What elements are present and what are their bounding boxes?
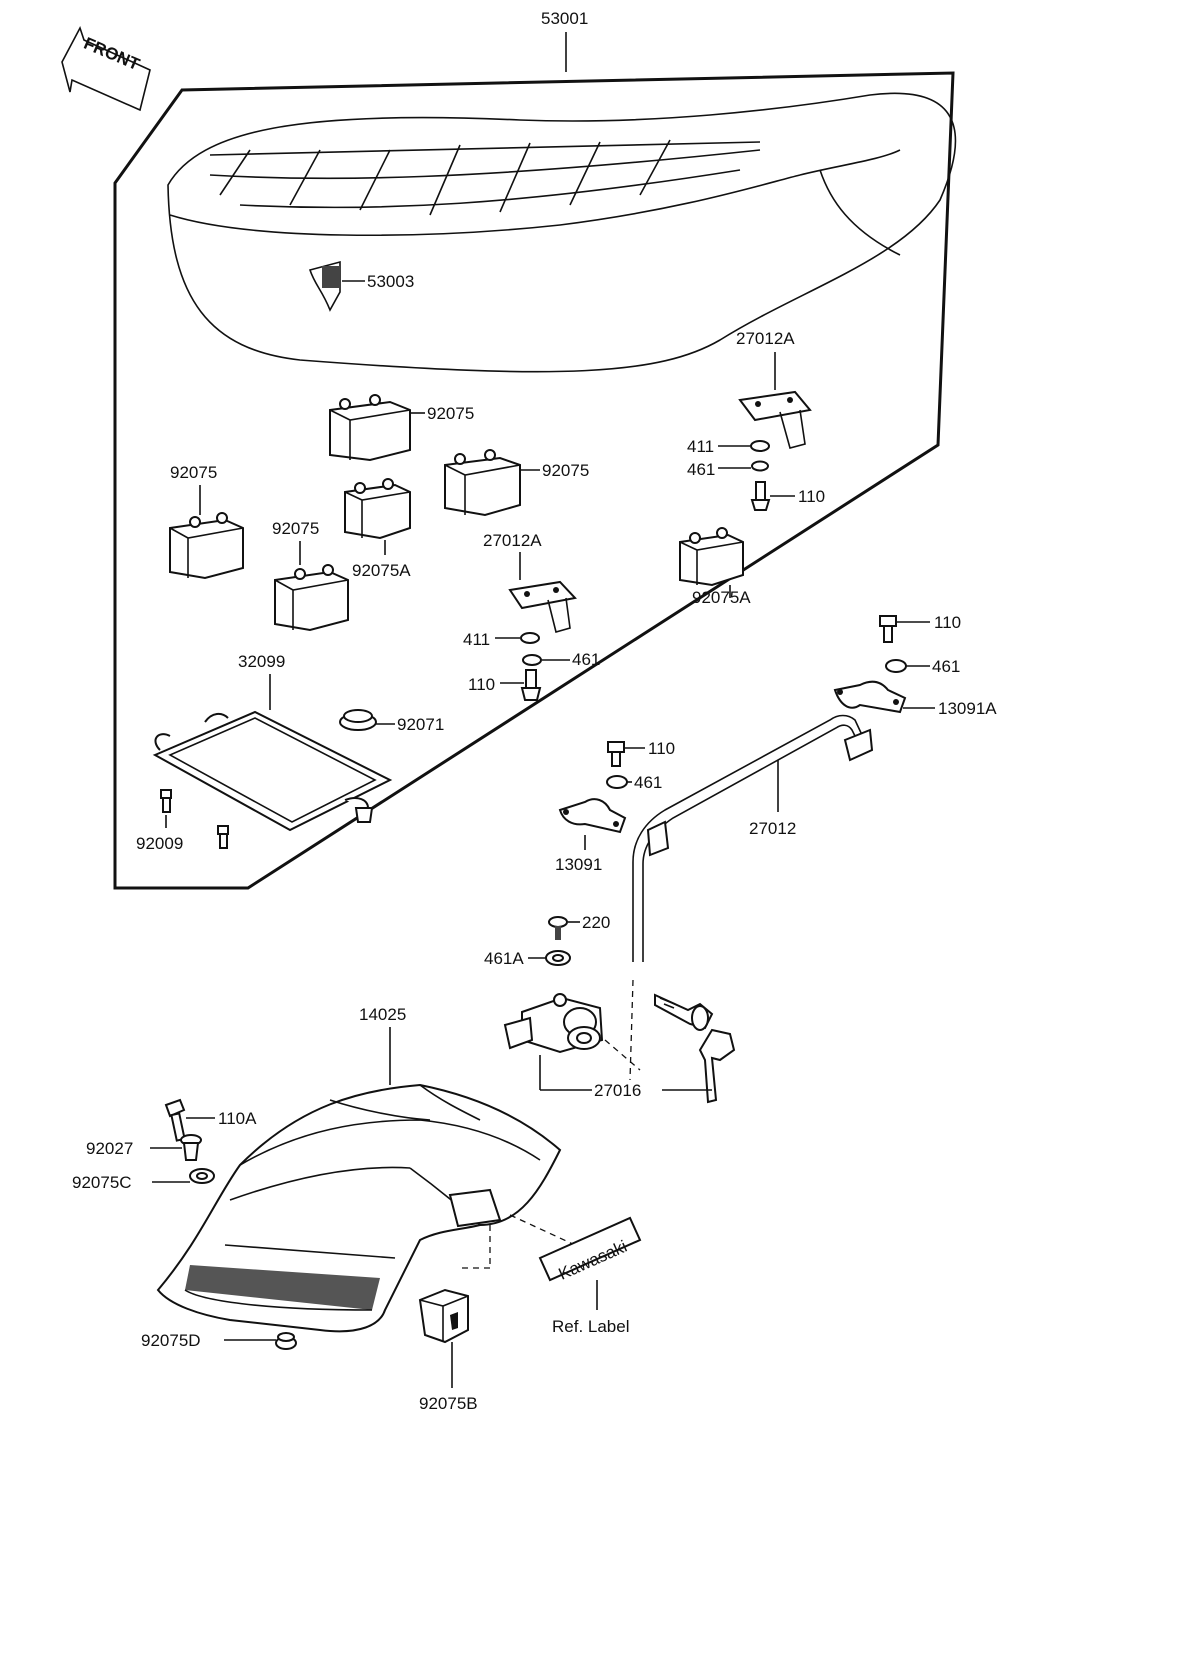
callout-damper-top: 92075 xyxy=(427,404,474,423)
callout-seat-lock: 27016 xyxy=(594,1081,641,1100)
callout-grommet: 92071 xyxy=(397,715,444,734)
callout-damper-a-right: 92075A xyxy=(692,588,751,607)
callout-lockwasher-center: 461 xyxy=(572,650,600,669)
screw-lock xyxy=(548,916,568,940)
callout-hinge-bracket-center: 27012A xyxy=(483,531,542,550)
tray-bolt-2 xyxy=(217,825,229,849)
callout-damper-center-left: 92075 xyxy=(272,519,319,538)
seat-assembly-frame xyxy=(113,71,955,890)
ref-label-badge: Kawasaki xyxy=(538,1216,642,1284)
callout-clamp-right: 13091A xyxy=(938,699,997,718)
tray-bolt xyxy=(160,789,172,813)
damper-cover-b xyxy=(418,1288,469,1344)
callout-seat-patch: 53003 xyxy=(367,272,414,291)
washer-lock xyxy=(545,950,571,966)
keys-icon xyxy=(654,993,736,1104)
front-arrow-text: FRONT xyxy=(81,34,143,75)
callout-clamp-left: 13091 xyxy=(555,855,602,874)
callout-bolt-right: 110 xyxy=(934,613,961,632)
callout-washer-lock: 461A xyxy=(484,949,524,968)
callout-tray-bolt: 92009 xyxy=(136,834,183,853)
damper-a-right xyxy=(679,527,744,587)
seat-rod xyxy=(632,714,874,962)
callout-damper-cover-b: 92075B xyxy=(419,1394,478,1413)
clamp-left xyxy=(558,798,627,834)
seat xyxy=(167,92,957,373)
damper-top xyxy=(329,394,411,462)
clamp-right xyxy=(833,680,907,714)
callout-damper-middle: 92075 xyxy=(542,461,589,480)
collar xyxy=(180,1134,202,1161)
callout-seat: 53001 xyxy=(541,9,588,28)
callout-tail-cover: 14025 xyxy=(359,1005,406,1024)
callout-seat-rod: 27012 xyxy=(749,819,796,838)
callout-damper-cover: 92075D xyxy=(141,1331,201,1350)
damper-left xyxy=(169,512,244,580)
seat-patch xyxy=(308,260,341,312)
damper-a-left xyxy=(344,478,411,540)
callout-damper-a-left: 92075A xyxy=(352,561,411,580)
bolt-right xyxy=(879,615,897,643)
callout-bolt-center: 110 xyxy=(468,675,495,694)
callout-lockwasher-right: 461 xyxy=(932,657,960,676)
callout-collar: 92027 xyxy=(86,1139,133,1158)
hinge-bracket-center xyxy=(508,580,577,633)
washer-cover xyxy=(189,1168,215,1184)
damper-middle xyxy=(444,449,521,517)
callout-screw-lock: 220 xyxy=(582,913,610,932)
tail-cover xyxy=(156,1083,562,1333)
damper-center-left xyxy=(274,564,349,632)
callout-tray: 32099 xyxy=(238,652,285,671)
bolt-center xyxy=(520,669,542,701)
callout-bolt-upper-right: 110 xyxy=(798,487,825,506)
callout-lockwasher-upper-right: 461 xyxy=(687,460,715,479)
ref-label-caption: Ref. Label xyxy=(552,1317,630,1336)
callout-lockwasher-clamp-left: 461 xyxy=(634,773,662,792)
callout-bolt-clamp-left: 110 xyxy=(648,739,675,758)
grommet xyxy=(339,709,377,731)
damper-cover xyxy=(275,1332,297,1350)
callout-hinge-bracket-upper: 27012A xyxy=(736,329,795,348)
callout-washer-upper-right: 411 xyxy=(687,437,714,456)
seat-lock xyxy=(503,993,604,1054)
hinge-bracket-upper xyxy=(738,390,812,449)
front-arrow-icon: FRONT xyxy=(61,25,151,112)
callout-washer-cover: 92075C xyxy=(72,1173,132,1192)
callout-cover-bolt: 110A xyxy=(218,1109,257,1128)
cover-bolt xyxy=(164,1098,186,1142)
tray xyxy=(152,710,393,832)
bolt-upper-right xyxy=(750,481,771,511)
bolt-clamp-left xyxy=(607,741,625,767)
callout-damper-left: 92075 xyxy=(170,463,217,482)
callout-washer-center: 411 xyxy=(463,630,490,649)
